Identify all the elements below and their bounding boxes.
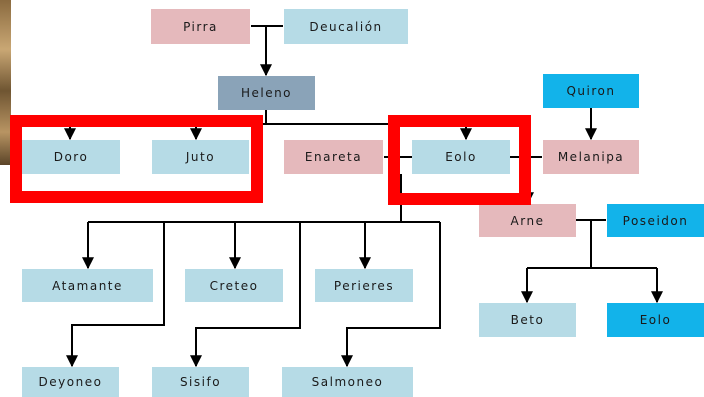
node-melanipa: Melanipa [543, 140, 639, 174]
node-poseidon: Poseidon [607, 204, 704, 237]
node-arne: Arne [479, 204, 576, 237]
node-quiron: Quiron [543, 74, 639, 108]
node-sisifo: Sisifo [152, 367, 249, 397]
node-deyoneo: Deyoneo [22, 367, 119, 397]
node-atamante: Atamante [22, 269, 153, 302]
node-creteo: Creteo [185, 269, 283, 302]
node-doro: Doro [22, 140, 120, 174]
highlight-box-eolo [388, 115, 531, 205]
highlight-box-doro-juto [10, 115, 263, 203]
background-photo-fragment [0, 0, 11, 165]
node-deucalion: Deucalión [284, 9, 408, 44]
node-perieres: Perieres [315, 269, 413, 302]
node-heleno: Heleno [218, 76, 315, 110]
node-juto: Juto [152, 140, 249, 174]
node-beto: Beto [479, 303, 576, 337]
node-salmoneo: Salmoneo [282, 367, 413, 397]
node-enareta: Enareta [284, 140, 383, 174]
node-eolo-son: Eolo [607, 303, 704, 337]
node-pirra: Pirra [151, 9, 250, 44]
node-eolo: Eolo [412, 140, 510, 174]
